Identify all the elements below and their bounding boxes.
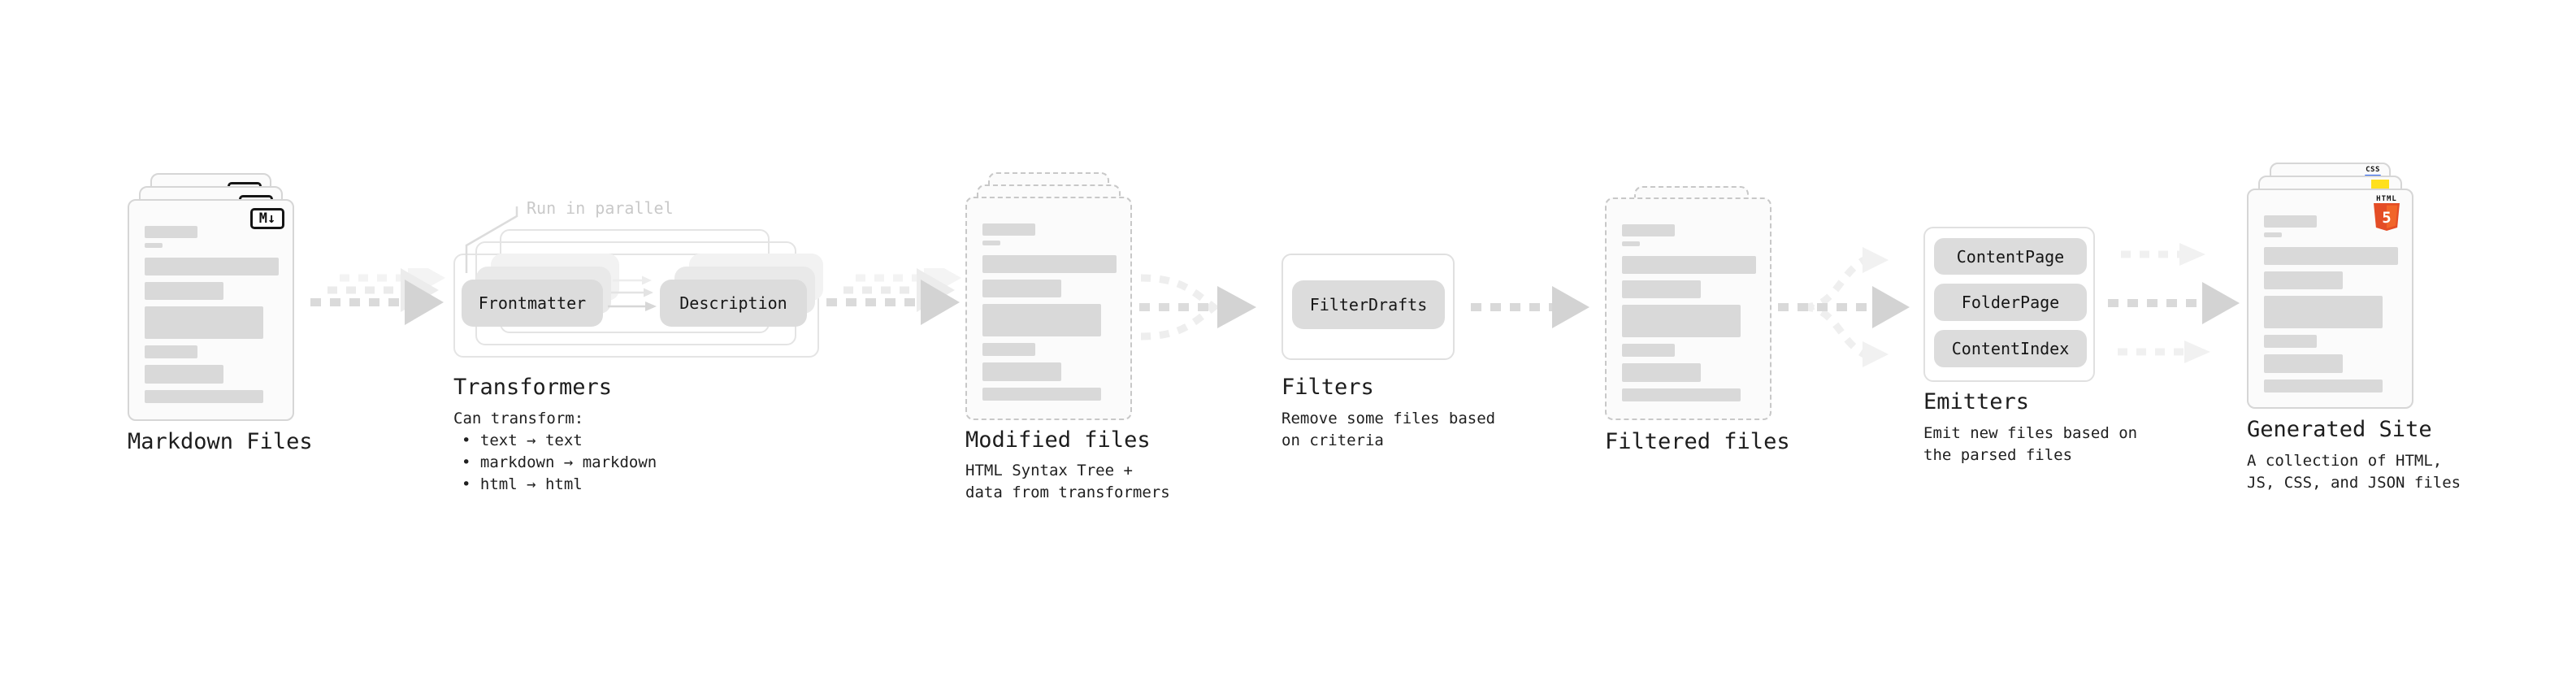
stage-title-markdown: Markdown Files xyxy=(128,429,313,454)
content-bar xyxy=(145,258,279,275)
filter-drafts-pill: FilterDrafts xyxy=(1292,280,1445,329)
content-bar xyxy=(2264,296,2383,328)
parallel-arrows-icon xyxy=(608,275,657,311)
content-bar xyxy=(982,280,1061,297)
content-bar xyxy=(145,243,163,248)
content-bar xyxy=(982,362,1061,381)
arrow-emitters-to-generated xyxy=(2108,243,2240,363)
content-bar xyxy=(145,306,263,339)
desc-line: JS, CSS, and JSON files xyxy=(2247,474,2461,492)
desc-line: Emit new files based on xyxy=(1923,424,2138,442)
desc-line: HTML Syntax Tree + xyxy=(965,462,1133,479)
desc-line: Remove some files based xyxy=(1281,410,1496,427)
content-bar xyxy=(145,390,263,403)
arrow-transformers-to-modified xyxy=(826,268,961,325)
arrow-filtered-to-emitters xyxy=(1778,247,1910,367)
content-bar xyxy=(982,241,1000,245)
content-bar xyxy=(2264,380,2383,393)
emitter-folderpage-pill: FolderPage xyxy=(1934,284,2087,321)
content-bar xyxy=(1622,388,1741,401)
file-card-front: M↓ xyxy=(128,199,294,421)
content-bar xyxy=(1622,363,1701,382)
file-card-front: HTML 5 xyxy=(2247,189,2413,409)
content-bar xyxy=(982,223,1035,236)
stage-desc-emitters: Emit new files based on the parsed files xyxy=(1923,423,2137,466)
html5-shield: 5 xyxy=(2374,203,2400,231)
transformer-frontmatter-pill: Frontmatter xyxy=(462,280,603,327)
content-bar xyxy=(2264,215,2317,228)
annotation-connector-line xyxy=(465,206,518,273)
file-card-front xyxy=(1605,197,1772,420)
js-icon xyxy=(2371,180,2389,189)
arrow-markdown-to-transformers xyxy=(310,268,445,325)
desc-line: • text → text xyxy=(462,432,583,449)
content-bar xyxy=(145,365,223,384)
content-bar xyxy=(1622,280,1701,298)
desc-line: data from transformers xyxy=(965,484,1170,501)
svg-text:5: 5 xyxy=(2382,209,2391,227)
stage-title-generated: Generated Site xyxy=(2247,417,2432,442)
content-bar xyxy=(145,282,223,300)
content-bar xyxy=(145,345,197,358)
transformer-description-pill: Description xyxy=(660,280,807,327)
transformer-box-front xyxy=(453,254,819,358)
stage-title-filters: Filters xyxy=(1281,375,1374,400)
content-bar xyxy=(1622,256,1756,274)
content-bar xyxy=(145,226,197,238)
run-in-parallel-annotation: Run in parallel xyxy=(527,198,674,218)
content-bar xyxy=(1622,305,1741,337)
arrow-modified-to-filters xyxy=(1139,274,1256,340)
arrow-filters-to-filtered xyxy=(1471,286,1589,328)
content-bar xyxy=(982,343,1035,356)
desc-line: • html → html xyxy=(462,475,583,493)
stage-desc-filters: Remove some files based on criteria xyxy=(1281,408,1495,452)
stage-desc-modified: HTML Syntax Tree + data from transformer… xyxy=(965,460,1170,504)
content-bar xyxy=(1622,224,1675,236)
content-bar xyxy=(982,304,1101,336)
desc-line: A collection of HTML, xyxy=(2247,452,2443,470)
emitter-contentpage-pill: ContentPage xyxy=(1934,238,2087,275)
content-bar xyxy=(2264,232,2282,237)
stage-title-modified: Modified files xyxy=(965,427,1151,453)
content-bar xyxy=(982,255,1117,273)
stage-title-emitters: Emitters xyxy=(1923,389,2030,414)
content-bar xyxy=(2264,335,2317,348)
desc-line: Can transform: xyxy=(453,410,584,427)
content-bar xyxy=(2264,354,2343,373)
content-bar xyxy=(982,388,1101,401)
content-bar xyxy=(1622,344,1675,357)
desc-line: the parsed files xyxy=(1923,446,2073,464)
stage-title-filtered: Filtered files xyxy=(1605,429,1790,454)
emitter-contentindex-pill: ContentIndex xyxy=(1934,330,2087,367)
content-bar xyxy=(1622,241,1640,246)
desc-line: on criteria xyxy=(1281,432,1384,449)
content-bar xyxy=(2264,247,2398,265)
stage-desc-generated: A collection of HTML, JS, CSS, and JSON … xyxy=(2247,450,2461,494)
file-card-front xyxy=(965,197,1132,420)
stage-title-transformers: Transformers xyxy=(453,375,613,400)
html5-icon: HTML 5 xyxy=(2373,195,2400,234)
markdown-icon: M↓ xyxy=(250,208,284,229)
desc-line: • markdown → markdown xyxy=(462,453,657,471)
content-bar xyxy=(2264,271,2343,289)
stage-desc-transformers: Can transform: • text → text • markdown … xyxy=(453,408,657,496)
